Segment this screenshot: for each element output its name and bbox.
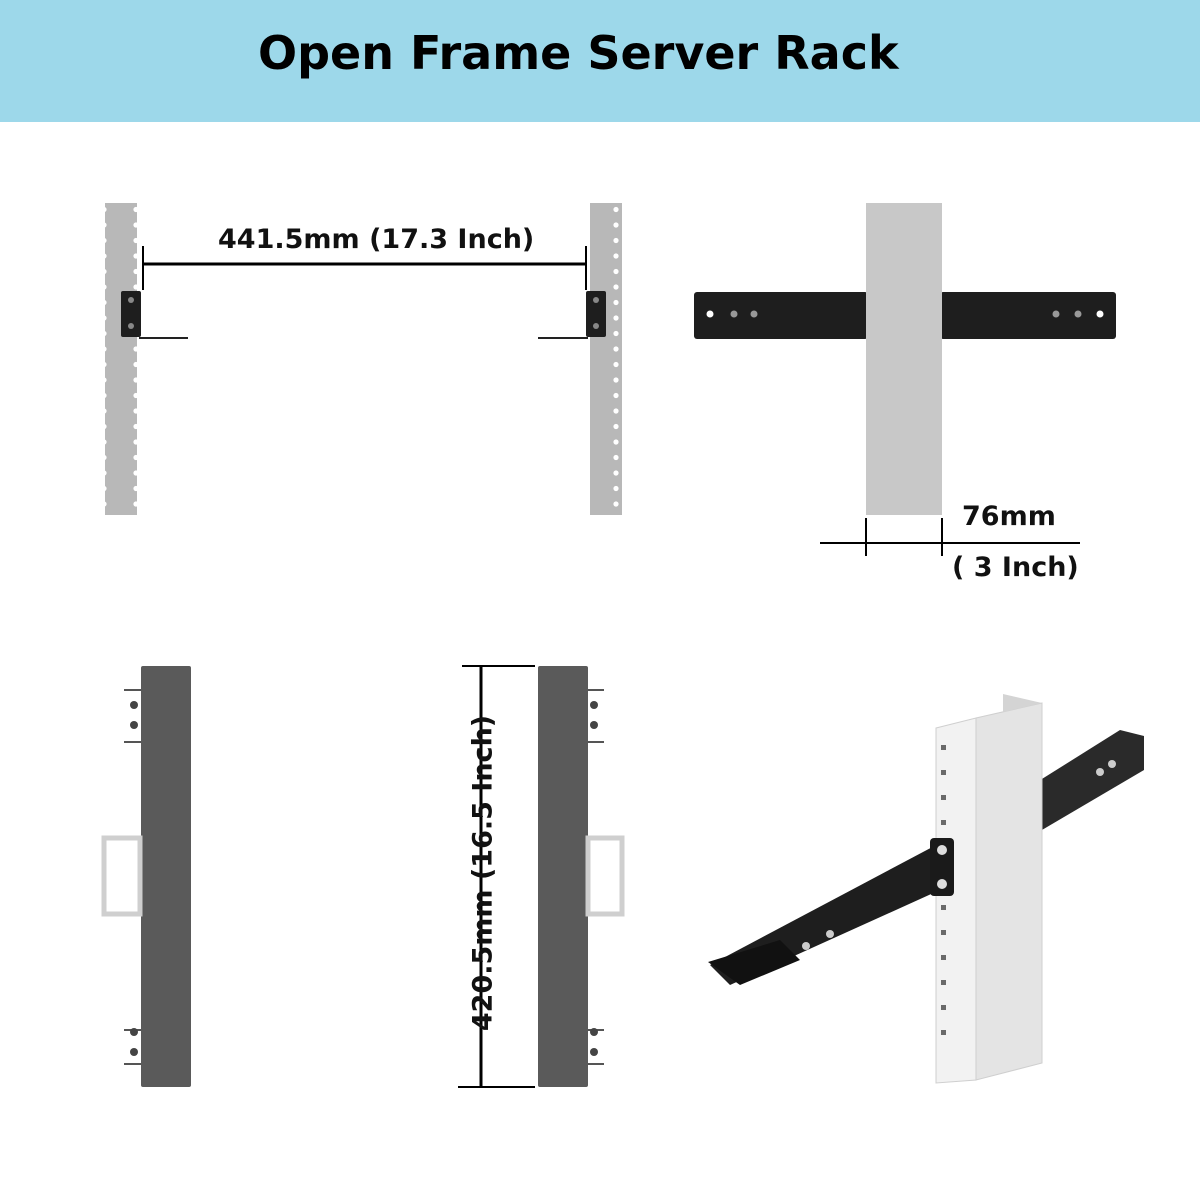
front-view-rack-posts — [105, 203, 622, 515]
bracket-left-arm — [694, 292, 868, 339]
rack-post-block — [866, 203, 942, 515]
rail-length-label: 420.5mm (16.5 Inch) — [467, 714, 499, 1032]
post-width-inch-label: ( 3 Inch) — [952, 552, 1079, 583]
left-side-rail — [141, 666, 191, 1087]
bracket-right-arm — [940, 292, 1116, 339]
iso-post-side — [975, 702, 1043, 1081]
post-width-mm-label: 76mm — [962, 501, 1056, 532]
rail-spacing-label: 441.5mm (17.3 Inch) — [218, 224, 535, 255]
title-banner: Open Frame Server Rack — [0, 0, 1200, 122]
side-view-rails — [101, 665, 625, 1088]
left-bracket — [121, 291, 141, 337]
page-title: Open Frame Server Rack — [258, 26, 899, 80]
right-bracket — [586, 291, 606, 337]
isometric-view — [708, 694, 1144, 1084]
left-handle — [101, 835, 143, 917]
iso-mount-plate — [930, 838, 954, 896]
top-view-post-bracket — [694, 203, 1116, 556]
right-side-rail — [538, 666, 588, 1087]
right-handle — [585, 835, 625, 917]
